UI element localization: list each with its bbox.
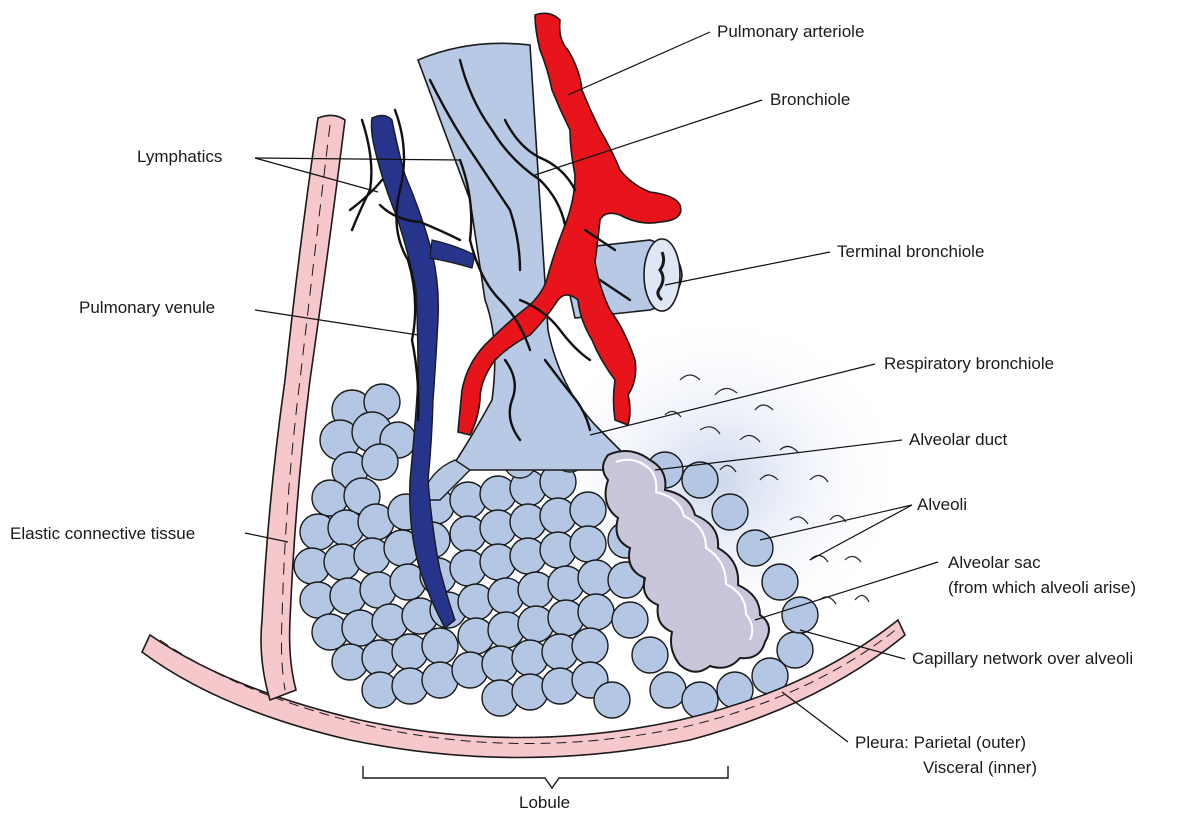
label-pulmonary-venule: Pulmonary venule [79,298,215,318]
label-bronchiole: Bronchiole [770,90,850,110]
label-alveolar-sac-note: (from which alveoli arise) [948,578,1136,598]
label-lobule: Lobule [519,793,570,813]
label-alveolar-duct: Alveolar duct [909,430,1007,450]
label-pleura-parietal: Pleura: Parietal (outer) [855,733,1026,753]
label-capillary-network: Capillary network over alveoli [912,649,1133,669]
lobule-bracket [363,766,728,788]
label-terminal-bronchiole: Terminal bronchiole [837,242,984,262]
label-respiratory-bronchiole: Respiratory bronchiole [884,354,1054,374]
label-lymphatics: Lymphatics [137,147,222,167]
label-pulmonary-arteriole: Pulmonary arteriole [717,22,864,42]
label-alveoli: Alveoli [917,495,967,515]
label-pleura-visceral: Visceral (inner) [923,758,1037,778]
label-alveolar-sac: Alveolar sac [948,553,1041,573]
label-elastic-connective-tissue: Elastic connective tissue [10,524,195,544]
